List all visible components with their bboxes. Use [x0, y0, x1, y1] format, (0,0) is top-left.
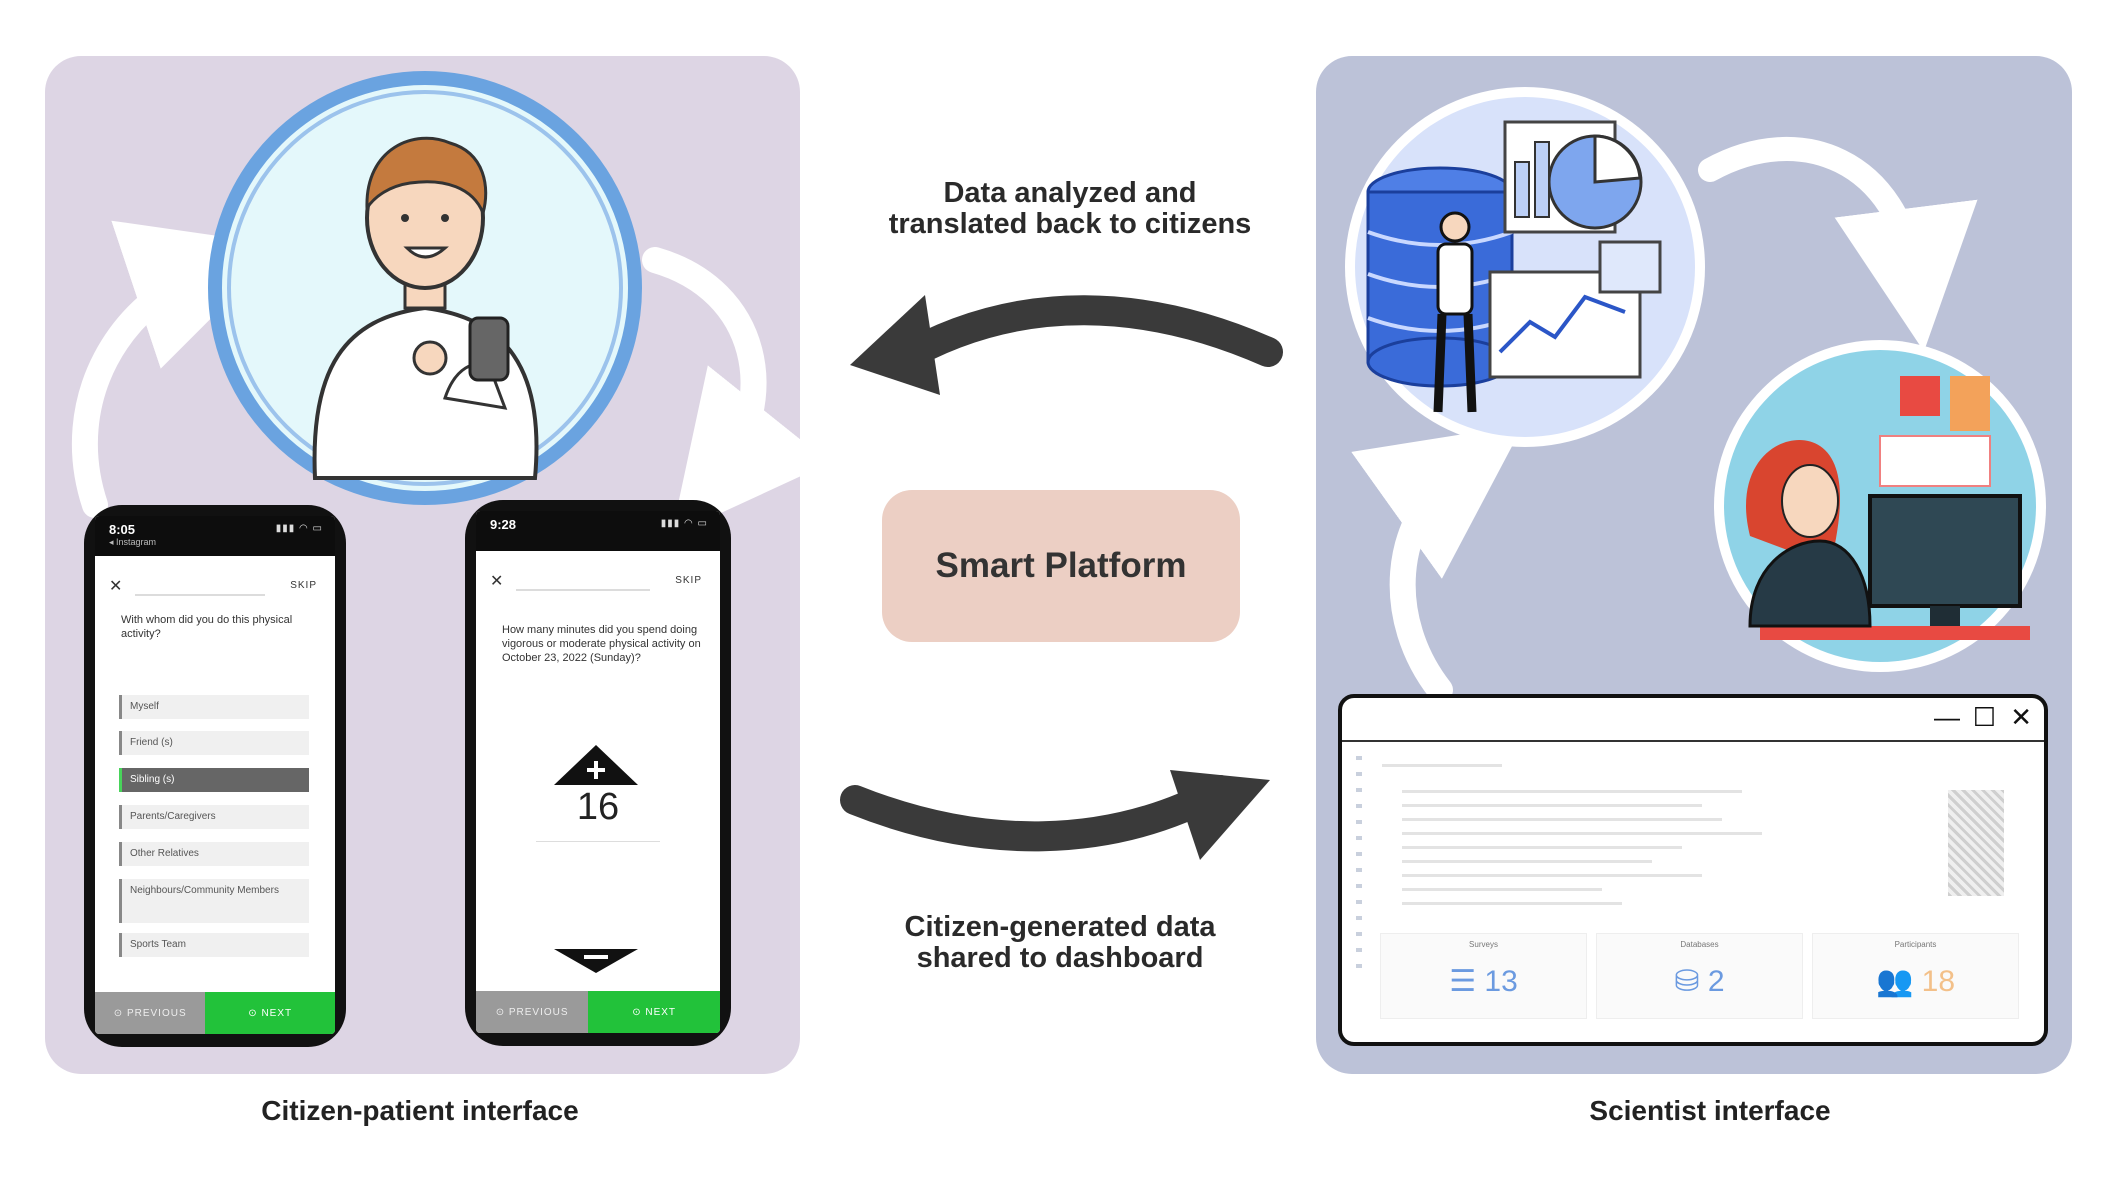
- signal-battery-icon: ▮▮▮ ◠ ▭: [660, 518, 708, 529]
- option-parents[interactable]: Parents/Caregivers: [119, 805, 309, 829]
- minutes-value: 16: [576, 786, 620, 828]
- cycle-arrow-left-down: [642, 247, 830, 536]
- cycle-arrow-left-up: [72, 220, 284, 518]
- option-myself[interactable]: Myself: [119, 695, 309, 719]
- close-icon[interactable]: ✕: [2010, 702, 2032, 732]
- scientist-at-computer-illustration: [1714, 340, 2046, 672]
- stat-value-participants: 👥 18: [1875, 965, 1956, 998]
- sidebar-icons[interactable]: [1356, 756, 1362, 976]
- top-arrow-label-line1: Data analyzed and: [943, 177, 1197, 209]
- stat-head-participants: Participants: [1894, 940, 1937, 949]
- stat-card-surveys[interactable]: Surveys ☰ 13: [1380, 933, 1587, 1019]
- progress-line: [135, 594, 265, 596]
- detail-row: [1402, 832, 1762, 835]
- bottom-arrow-label-line2: shared to dashboard: [916, 942, 1204, 974]
- next-label: NEXT: [261, 1007, 293, 1019]
- detail-row: [1402, 846, 1682, 849]
- arrow-to-dashboard: [840, 775, 1235, 852]
- bottom-arrow-label-line1: Citizen-generated data: [904, 911, 1216, 943]
- close-icon[interactable]: ✕: [109, 578, 123, 595]
- down-arrow-icon: ⊙: [632, 1006, 646, 1018]
- bottom-arrow-label: Citizen-generated data shared to dashboa…: [860, 912, 1260, 974]
- up-arrow-icon: ⊙: [113, 1007, 127, 1019]
- arrow-to-citizens: [885, 295, 1283, 375]
- preview-thumbnail[interactable]: [1948, 790, 2004, 896]
- back-to-app[interactable]: ◂ Instagram: [109, 537, 157, 547]
- survey-list-icon: ☰: [1449, 965, 1485, 998]
- clock: 9:28: [490, 517, 517, 532]
- top-arrow-label: Data analyzed and translated back to cit…: [860, 178, 1280, 240]
- close-icon[interactable]: ✕: [490, 573, 504, 590]
- option-friends[interactable]: Friend (s): [119, 731, 309, 755]
- option-other-relatives[interactable]: Other Relatives: [119, 842, 309, 866]
- scientist-interface-caption: Scientist interface: [1589, 1095, 1831, 1126]
- citizen-interface-caption: Citizen-patient interface: [261, 1095, 579, 1126]
- down-arrow-icon: ⊙: [248, 1007, 262, 1019]
- increment-button[interactable]: [554, 743, 638, 787]
- detail-row: [1402, 874, 1702, 877]
- decrement-button[interactable]: [554, 949, 638, 973]
- signal-battery-icon: ▮▮▮ ◠ ▭: [275, 523, 323, 534]
- top-arrow-label-line2: translated back to citizens: [888, 208, 1252, 240]
- previous-button[interactable]: ⊙ PREVIOUS: [95, 992, 206, 1034]
- value-underline: [536, 841, 660, 842]
- up-arrow-icon: ⊙: [495, 1006, 509, 1018]
- stat-card-participants[interactable]: Participants 👥 18: [1812, 933, 2019, 1019]
- question-text: With whom did you do this physical activ…: [121, 614, 293, 640]
- minimize-icon[interactable]: —: [1934, 702, 1960, 732]
- data-analysis-illustration: [1345, 87, 1705, 447]
- option-siblings[interactable]: Sibling (s): [119, 768, 309, 792]
- previous-button[interactable]: ⊙ PREVIOUS: [476, 991, 589, 1033]
- breadcrumb: [1382, 764, 1502, 767]
- previous-label: PREVIOUS: [508, 1006, 569, 1018]
- next-button[interactable]: ⊙ NEXT: [205, 992, 335, 1034]
- stat-value-databases: ⛁ 2: [1674, 965, 1725, 998]
- stat-value-surveys: ☰ 13: [1449, 965, 1518, 998]
- cycle-arrow-right-up: [1351, 424, 1524, 703]
- nav-bar: ⊙ PREVIOUS ⊙ NEXT: [476, 991, 720, 1033]
- phone2-screen: 9:28 ▮▮▮ ◠ ▭ ✕ SKIP How many minutes did…: [476, 511, 720, 1033]
- nav-bar: ⊙ PREVIOUS ⊙ NEXT: [95, 992, 335, 1034]
- progress-line: [516, 589, 650, 591]
- maximize-icon[interactable]: ☐: [1972, 702, 1996, 732]
- smart-platform-box: Smart Platform: [882, 490, 1240, 642]
- detail-row: [1402, 902, 1622, 905]
- status-bar: 8:05 ◂ Instagram ▮▮▮ ◠ ▭: [95, 516, 335, 556]
- detail-row: [1402, 790, 1742, 793]
- option-sports-team[interactable]: Sports Team: [119, 933, 309, 957]
- detail-row: [1402, 860, 1652, 863]
- skip-button[interactable]: SKIP: [675, 575, 702, 586]
- next-label: NEXT: [645, 1006, 677, 1018]
- stat-head-surveys: Surveys: [1469, 940, 1498, 949]
- next-button[interactable]: ⊙ NEXT: [588, 991, 720, 1033]
- skip-button[interactable]: SKIP: [290, 580, 317, 591]
- previous-label: PREVIOUS: [126, 1007, 187, 1019]
- clock: 8:05: [109, 522, 136, 537]
- option-neighbours[interactable]: Neighbours/Community Members: [119, 879, 309, 923]
- detail-row: [1402, 804, 1702, 807]
- database-icon: ⛁: [1674, 965, 1708, 998]
- window-title-bar: — ☐ ✕: [1342, 698, 2044, 742]
- detail-row: [1402, 888, 1602, 891]
- phone-activity-companion: 8:05 ◂ Instagram ▮▮▮ ◠ ▭ ✕ SKIP With who…: [84, 505, 346, 1047]
- scientist-dashboard-window: — ☐ ✕ Surveys ☰ 13 Databases ⛁ 2 Partici…: [1338, 694, 2048, 1046]
- phone-activity-minutes: 9:28 ▮▮▮ ◠ ▭ ✕ SKIP How many minutes did…: [465, 500, 731, 1046]
- detail-row: [1402, 818, 1722, 821]
- cycle-arrow-right-top: [1698, 137, 1978, 352]
- phone1-screen: 8:05 ◂ Instagram ▮▮▮ ◠ ▭ ✕ SKIP With who…: [95, 516, 335, 1034]
- stat-head-databases: Databases: [1680, 940, 1719, 949]
- question-text: How many minutes did you spend doing vig…: [502, 624, 701, 664]
- status-bar: 9:28 ▮▮▮ ◠ ▭: [476, 511, 720, 551]
- citizen-with-phone-illustration: [208, 71, 642, 505]
- participants-icon: 👥: [1875, 965, 1922, 998]
- stat-card-databases[interactable]: Databases ⛁ 2: [1596, 933, 1803, 1019]
